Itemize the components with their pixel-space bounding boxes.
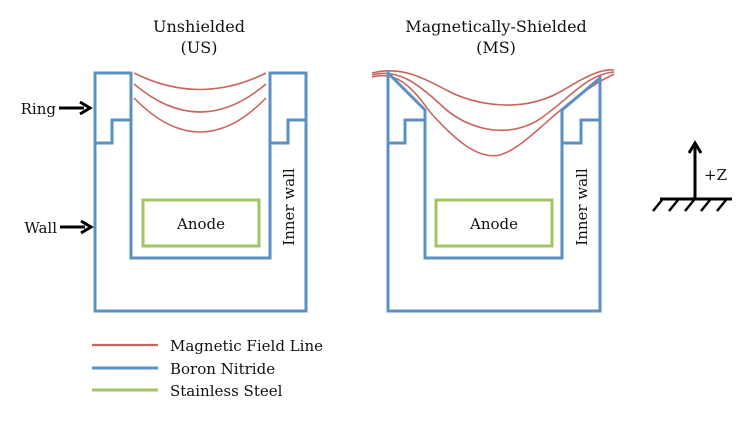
legend-item-boron-nitride: Boron Nitride — [92, 360, 275, 378]
ground-hatch — [652, 199, 727, 212]
ms-ring-left — [388, 118, 425, 145]
ms-boron-nitride-channel — [386, 69, 602, 313]
ms-field-line-2 — [371, 71, 615, 131]
us-anode — [141, 198, 261, 248]
us-field-line-3 — [133, 97, 267, 133]
wall-arrow — [60, 219, 94, 235]
ring-arrow — [59, 100, 93, 116]
unshielded-panel: Unshielded (US) Anode Inner wall Ring Wa… — [21, 17, 308, 313]
us-field-line-1 — [133, 72, 267, 91]
z-axis-label: +Z — [704, 166, 727, 184]
ms-field-line-3 — [371, 73, 615, 157]
legend-item-stainless-steel: Stainless Steel — [92, 382, 283, 400]
ms-anode-label: Anode — [469, 215, 518, 233]
ms-anode — [434, 198, 554, 248]
us-boron-nitride-channel — [93, 71, 308, 313]
us-inner-wall-label: Inner wall — [280, 168, 298, 246]
legend-item-magnetic-field-line: Magnetic Field Line — [92, 337, 323, 355]
legend-label-boron-nitride: Boron Nitride — [170, 360, 275, 378]
us-outer-wall-left — [93, 71, 308, 313]
ring-label: Ring — [21, 100, 57, 118]
legend-label-magnetic-field-line: Magnetic Field Line — [170, 337, 323, 355]
ms-title-line2: (MS) — [476, 38, 516, 57]
legend-label-stainless-steel: Stainless Steel — [170, 382, 283, 400]
ms-inner-wall-label: Inner wall — [573, 168, 591, 246]
ms-title-line1: Magnetically-Shielded — [405, 17, 587, 36]
ms-field-line-1 — [371, 69, 615, 106]
us-anode-label: Anode — [176, 215, 225, 233]
ms-channel-outline — [386, 69, 602, 313]
z-axis-arrow-head — [687, 140, 703, 154]
ms-field-lines — [371, 69, 615, 157]
us-ring-right — [270, 118, 306, 145]
us-field-line-2 — [133, 83, 267, 113]
us-ring-left — [95, 118, 131, 145]
us-title-line2: (US) — [181, 38, 218, 57]
legend: Magnetic Field Line Boron Nitride Stainl… — [92, 337, 323, 400]
wall-label: Wall — [24, 219, 57, 237]
us-field-lines — [133, 72, 267, 133]
ms-ring-right — [562, 118, 600, 145]
magnetically-shielded-panel: Magnetically-Shielded (MS) Anode Inner w… — [371, 17, 615, 313]
z-axis-indicator: +Z — [652, 140, 732, 212]
us-title-line1: Unshielded — [153, 17, 245, 36]
